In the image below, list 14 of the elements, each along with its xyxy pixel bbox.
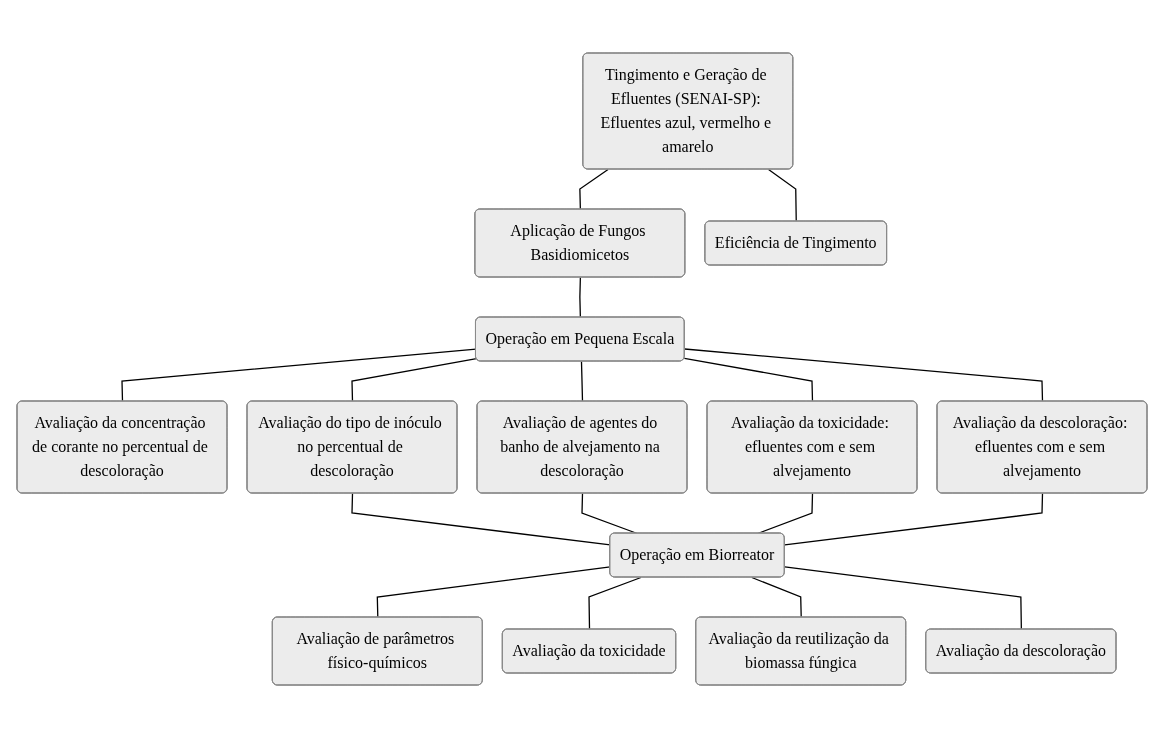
connector xyxy=(767,168,797,223)
connector xyxy=(684,348,1044,403)
connector xyxy=(579,168,609,211)
connector xyxy=(683,357,814,403)
connector xyxy=(580,360,584,403)
connector xyxy=(376,566,611,619)
connector xyxy=(588,576,642,631)
connector xyxy=(351,358,478,403)
connector xyxy=(351,492,611,546)
connector xyxy=(751,576,802,619)
connector xyxy=(121,348,477,403)
connector xyxy=(784,566,1022,631)
connector xyxy=(579,276,581,319)
connector xyxy=(784,492,1044,546)
